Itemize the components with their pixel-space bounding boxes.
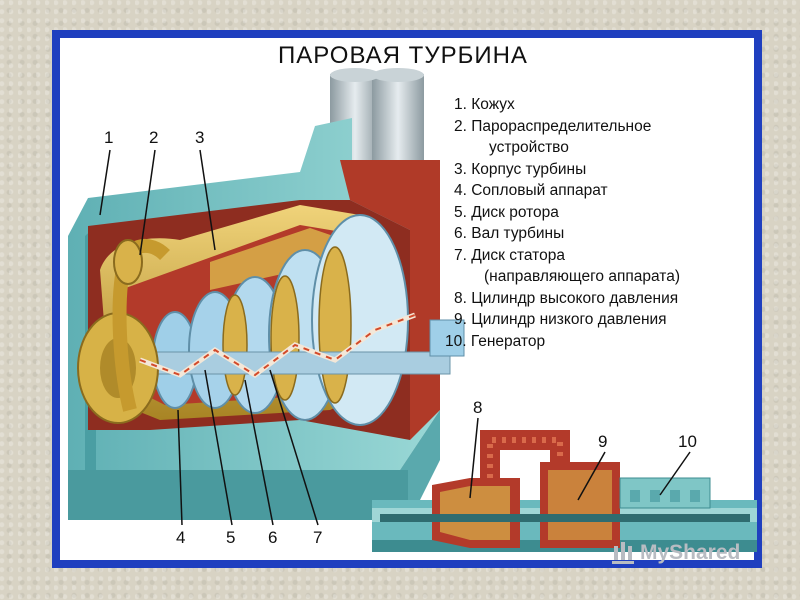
legend-item-2-continued: устройство <box>489 139 569 156</box>
schematic-callout-lines <box>469 417 691 501</box>
legend-item-7: 7. Диск статора <box>454 246 565 264</box>
page-title: ПАРОВАЯ ТУРБИНА <box>278 42 528 69</box>
legend-item-7-continued: (направляющего аппарата) <box>484 268 680 285</box>
callout-3: 3 <box>195 128 205 147</box>
steam-flow-dashes <box>139 314 416 377</box>
turbine-schematic <box>372 430 757 552</box>
steam-valve <box>112 239 170 412</box>
callout-1: 1 <box>104 128 114 147</box>
legend-item-8: 8. Цилиндр высокого давления <box>454 289 679 307</box>
legend-item-6: 6. Вал турбины <box>454 225 565 242</box>
legend-item-9: 9. Цилиндр низкого давления <box>454 311 667 328</box>
legend-item-1: 1. Кожух <box>454 96 515 113</box>
legend-item-2: 2. Парораспределительное <box>454 117 652 135</box>
callout-4: 4 <box>176 528 186 547</box>
legend-item-5: 5. Диск ротора <box>454 203 559 221</box>
callout-9: 9 <box>598 432 608 451</box>
callout-8: 8 <box>473 398 483 417</box>
callout-lines <box>99 149 319 526</box>
watermark-logo-icon <box>612 542 634 564</box>
callout-6: 6 <box>268 528 278 547</box>
legend-item-10: 10. Генератор <box>445 332 546 350</box>
legend-item-3: 3. Корпус турбины <box>454 160 587 178</box>
legend: 1. Кожух 2. Парораспределительное устрой… <box>445 94 754 352</box>
callout-7: 7 <box>313 528 323 547</box>
legend-item-4: 4. Сопловый аппарат <box>454 182 608 199</box>
callout-2: 2 <box>149 128 159 147</box>
watermark-text: MyShared <box>640 541 741 564</box>
callout-5: 5 <box>226 528 236 547</box>
callout-10: 10 <box>678 432 697 451</box>
